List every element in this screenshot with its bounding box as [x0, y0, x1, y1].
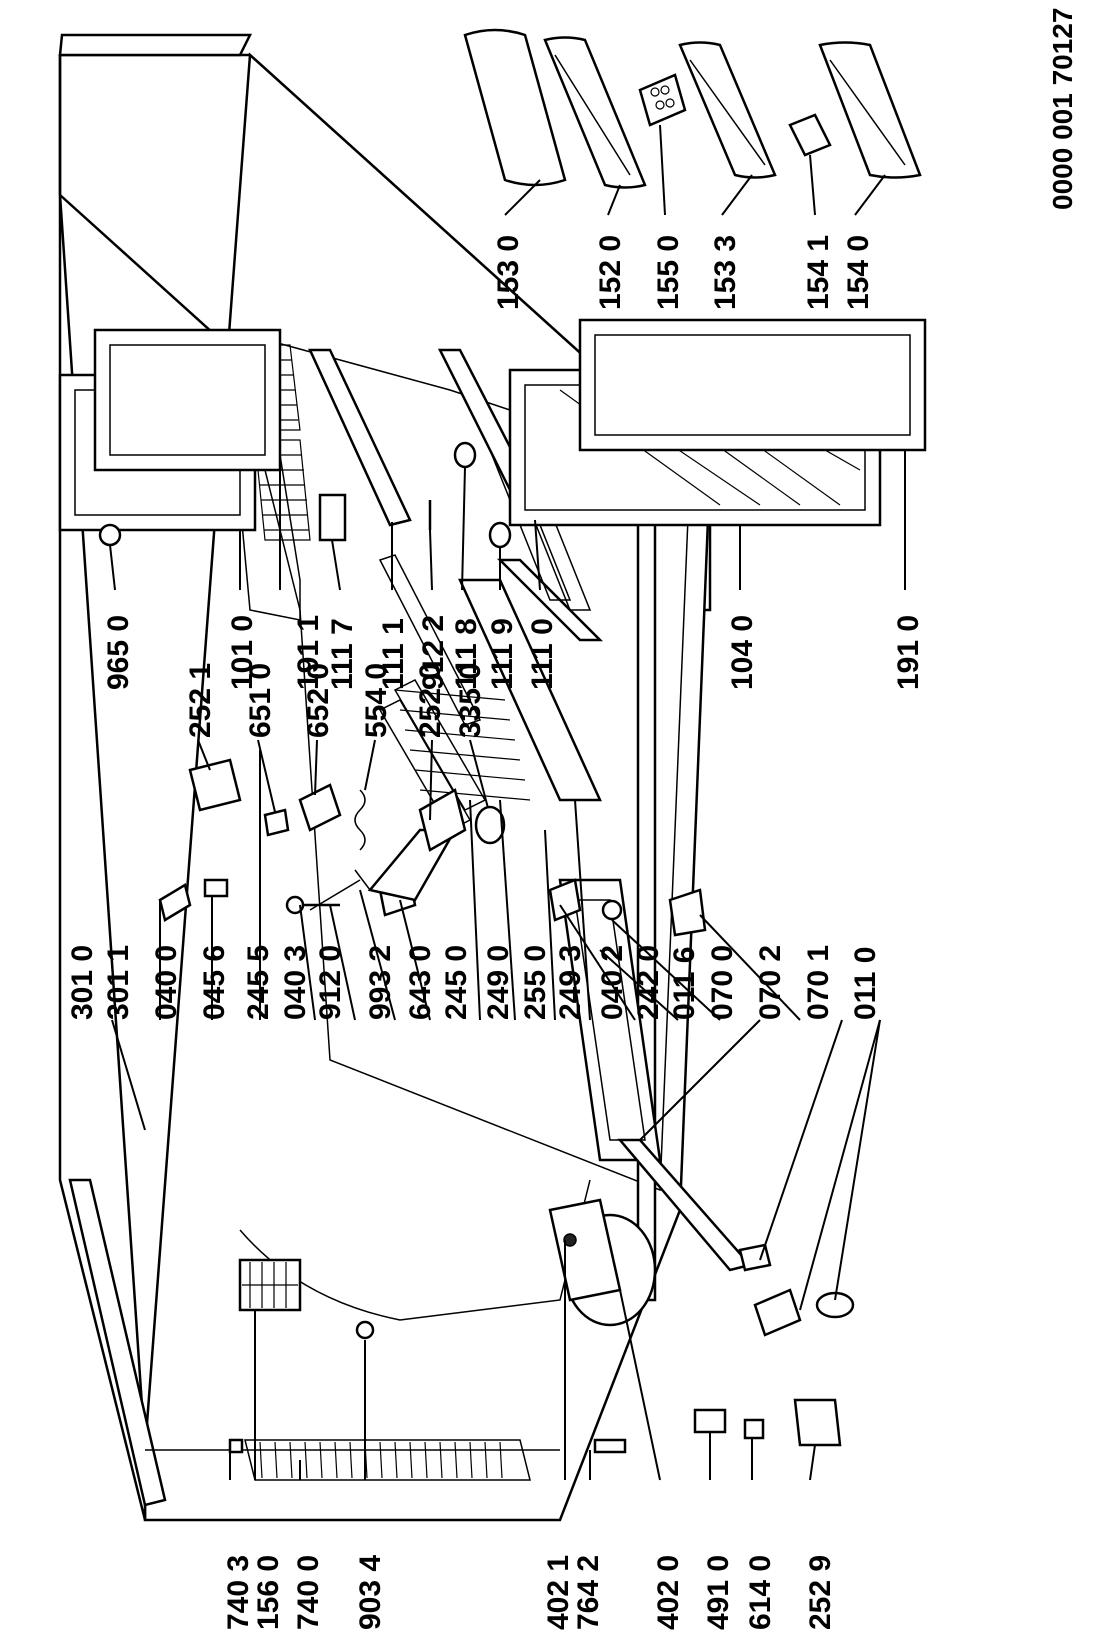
- label-402-1: 402 1: [542, 1555, 575, 1630]
- label-245-0: 245 0: [440, 945, 473, 1020]
- label-156-0: 156 0: [252, 1555, 285, 1630]
- label-101-0: 101 0: [226, 615, 259, 690]
- label-111-9: 111 9: [486, 618, 519, 690]
- cabinet-body: [58, 33, 753, 1522]
- label-152-0: 152 0: [594, 235, 627, 310]
- label-011-0: 011 0: [849, 947, 882, 1020]
- label-643-0: 643 0: [404, 945, 437, 1020]
- label-045-6: 045 6: [198, 945, 231, 1020]
- door-bins: [463, 28, 922, 189]
- label-155-0: 155 0: [652, 235, 685, 310]
- label-191-1: 191 1: [292, 615, 325, 690]
- document-number: 0000 001 70127: [1047, 8, 1078, 210]
- label-740-0: 740 0: [292, 1555, 325, 1630]
- label-614-0: 614 0: [744, 1555, 777, 1630]
- label-111-8: 111 8: [450, 618, 483, 690]
- label-154-0: 154 0: [842, 235, 875, 310]
- label-912-0: 912 0: [314, 945, 347, 1020]
- label-104-0: 104 0: [726, 615, 759, 690]
- label-402-0: 402 0: [652, 1555, 685, 1630]
- label-740-3: 740 3: [222, 1555, 255, 1630]
- label-491-0: 491 0: [702, 1555, 735, 1630]
- label-154-1: 154 1: [802, 235, 835, 310]
- label-040-2: 040 2: [596, 945, 629, 1020]
- label-249-3: 249 3: [554, 945, 587, 1020]
- leader-lines: [59, 124, 906, 1481]
- label-252-0: 252 0: [414, 663, 447, 738]
- label-011-6: 011 6: [668, 947, 701, 1020]
- label-993-2: 993 2: [364, 945, 397, 1020]
- label-245-5: 245 5: [242, 945, 275, 1020]
- label-070-2: 070 2: [754, 945, 787, 1020]
- label-070-0: 070 0: [706, 945, 739, 1020]
- label-912-2: 912 2: [417, 615, 450, 690]
- label-111-1: 111 1: [377, 618, 410, 690]
- label-191-0: 191 0: [892, 615, 925, 690]
- label-252-1: 252 1: [184, 663, 217, 738]
- label-040-0: 040 0: [150, 945, 183, 1020]
- part-labels: 301 0 301 1 040 0 045 6 245 5 040 3 912 …: [66, 235, 925, 1630]
- label-903-4: 903 4: [354, 1555, 387, 1630]
- fridge-door-group: [508, 318, 927, 527]
- label-764-2: 764 2: [572, 1555, 605, 1630]
- control-group: [188, 758, 506, 902]
- label-554-0: 554 0: [360, 663, 393, 738]
- label-252-9: 252 9: [804, 1555, 837, 1630]
- top-trim-strip: [68, 1178, 167, 1507]
- label-255-0: 255 0: [519, 945, 552, 1020]
- label-651-0: 651 0: [244, 663, 277, 738]
- freezer-door-group: [58, 328, 282, 547]
- label-301-1: 301 1: [102, 945, 135, 1020]
- label-242-0: 242 0: [632, 945, 665, 1020]
- label-301-0: 301 0: [66, 945, 99, 1020]
- label-070-1: 070 1: [802, 945, 835, 1020]
- label-040-3: 040 3: [279, 945, 312, 1020]
- label-111-7: 111 7: [326, 618, 359, 690]
- label-652-0: 652 0: [302, 663, 335, 738]
- label-249-0: 249 0: [482, 945, 515, 1020]
- label-965-0: 965 0: [102, 615, 135, 690]
- label-153-0: 153 0: [492, 235, 525, 310]
- label-111-0: 111 0: [526, 618, 559, 690]
- label-153-3: 153 3: [709, 235, 742, 310]
- ice-tray: [238, 1258, 302, 1312]
- label-335-0: 335 0: [454, 663, 487, 738]
